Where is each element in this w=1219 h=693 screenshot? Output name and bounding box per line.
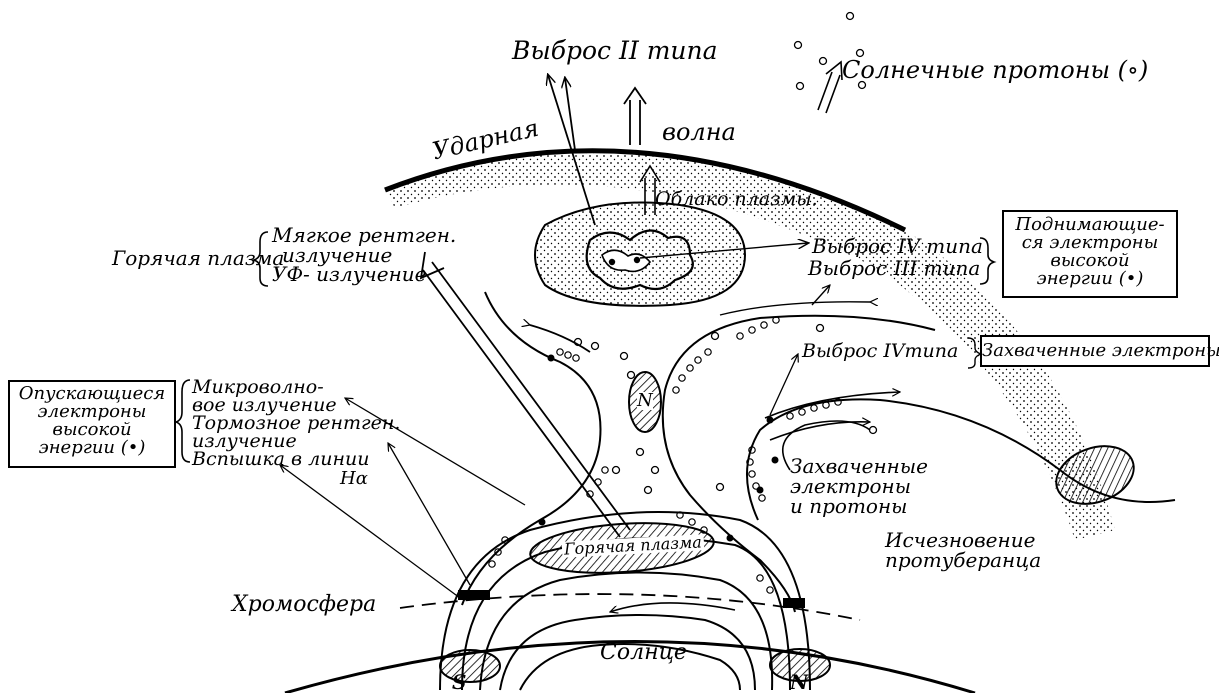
right-outer-line: [720, 302, 870, 315]
protons-arrow: [818, 62, 842, 113]
hot-plasma-label: Горячая плазма: [112, 248, 284, 268]
proton-dot: [717, 484, 724, 491]
halpha-label-2: Hα: [340, 470, 368, 488]
proton-dot: [797, 83, 804, 90]
proton-dot: [817, 325, 824, 332]
trapped-electrons-label: Захваченные электроны: [982, 342, 1208, 360]
proton-dot: [592, 343, 599, 350]
type2-double-arrow: [624, 88, 646, 145]
shock-wave-label-b: волна: [662, 120, 736, 144]
footpoint-n-bright: [783, 598, 805, 608]
halpha-arrow: [280, 465, 460, 598]
descending-electrons-box: Опускающиеся электроны высокой энергии (…: [8, 380, 176, 468]
rising-label-4: энергии (•): [1004, 270, 1176, 288]
type2-burst-label: Выброс II типа: [512, 38, 718, 63]
plasma-cloud-label: Облако плазмы.: [655, 190, 818, 209]
proton-dot: [870, 427, 877, 434]
type4-burst-label-b: Выброс IVтипа: [802, 342, 958, 361]
type4-burst-label: Выброс IV типа: [812, 236, 983, 256]
cloud-electron-1: [609, 259, 615, 265]
rising-electrons-box: Поднимающие- ся электроны высокой энерги…: [1002, 210, 1178, 298]
footpoint-s-bright: [458, 590, 490, 600]
trapped-spiral-2: [770, 422, 870, 440]
solar-protons-label: Солнечные протоны (∘): [842, 58, 1148, 82]
electron-dot: [757, 487, 764, 494]
type4b-arrow: [770, 354, 798, 415]
trapped-ep-label-3: и протоны: [790, 496, 907, 516]
soft-xray-label-1: Мягкое рентген.: [272, 225, 456, 245]
emission-brace: [176, 380, 190, 462]
proton-dot: [795, 42, 802, 49]
electron-dot: [727, 535, 734, 542]
proton-dot: [621, 353, 628, 360]
proton-dot: [645, 487, 652, 494]
electron-dot: [772, 457, 779, 464]
loop-arrow: [610, 603, 735, 612]
proton-dot: [628, 372, 635, 379]
sun-label: Солнце: [600, 642, 687, 664]
proton-dot: [652, 467, 659, 474]
proton-dot: [847, 13, 854, 20]
desc-label-4: энергии (•): [10, 439, 174, 457]
electron-dot: [548, 355, 555, 362]
prominence-label-2: протуберанца: [885, 550, 1041, 570]
trapped-ep-label-1: Захваченные: [790, 456, 928, 476]
halpha-label-1: Вспышка в линии: [192, 450, 369, 469]
trapped-electrons-box: Захваченные электроны: [980, 335, 1210, 367]
chromosphere-label: Хромосфера: [232, 594, 376, 616]
prominence-label-1: Исчезновение: [885, 530, 1035, 550]
uv-label: УФ- излучение: [272, 264, 426, 284]
cloud-electron-2: [634, 257, 640, 263]
pole-s-label: S: [452, 672, 466, 692]
electron-dot: [539, 519, 546, 526]
electron-dot: [767, 417, 774, 424]
type2-arrow-2: [565, 78, 575, 150]
type3-burst-label: Выброс III типа: [808, 258, 980, 278]
neutral-point-label: N: [637, 392, 653, 410]
proton-dot: [712, 333, 719, 340]
left-upper-line: [530, 325, 590, 352]
proton-dot: [637, 449, 644, 456]
trapped-ep-label-2: электроны: [790, 476, 911, 496]
proton-dot: [820, 58, 827, 65]
pole-n-label: N: [790, 672, 808, 692]
proton-dot: [613, 467, 620, 474]
sunspot-s: [440, 650, 500, 682]
